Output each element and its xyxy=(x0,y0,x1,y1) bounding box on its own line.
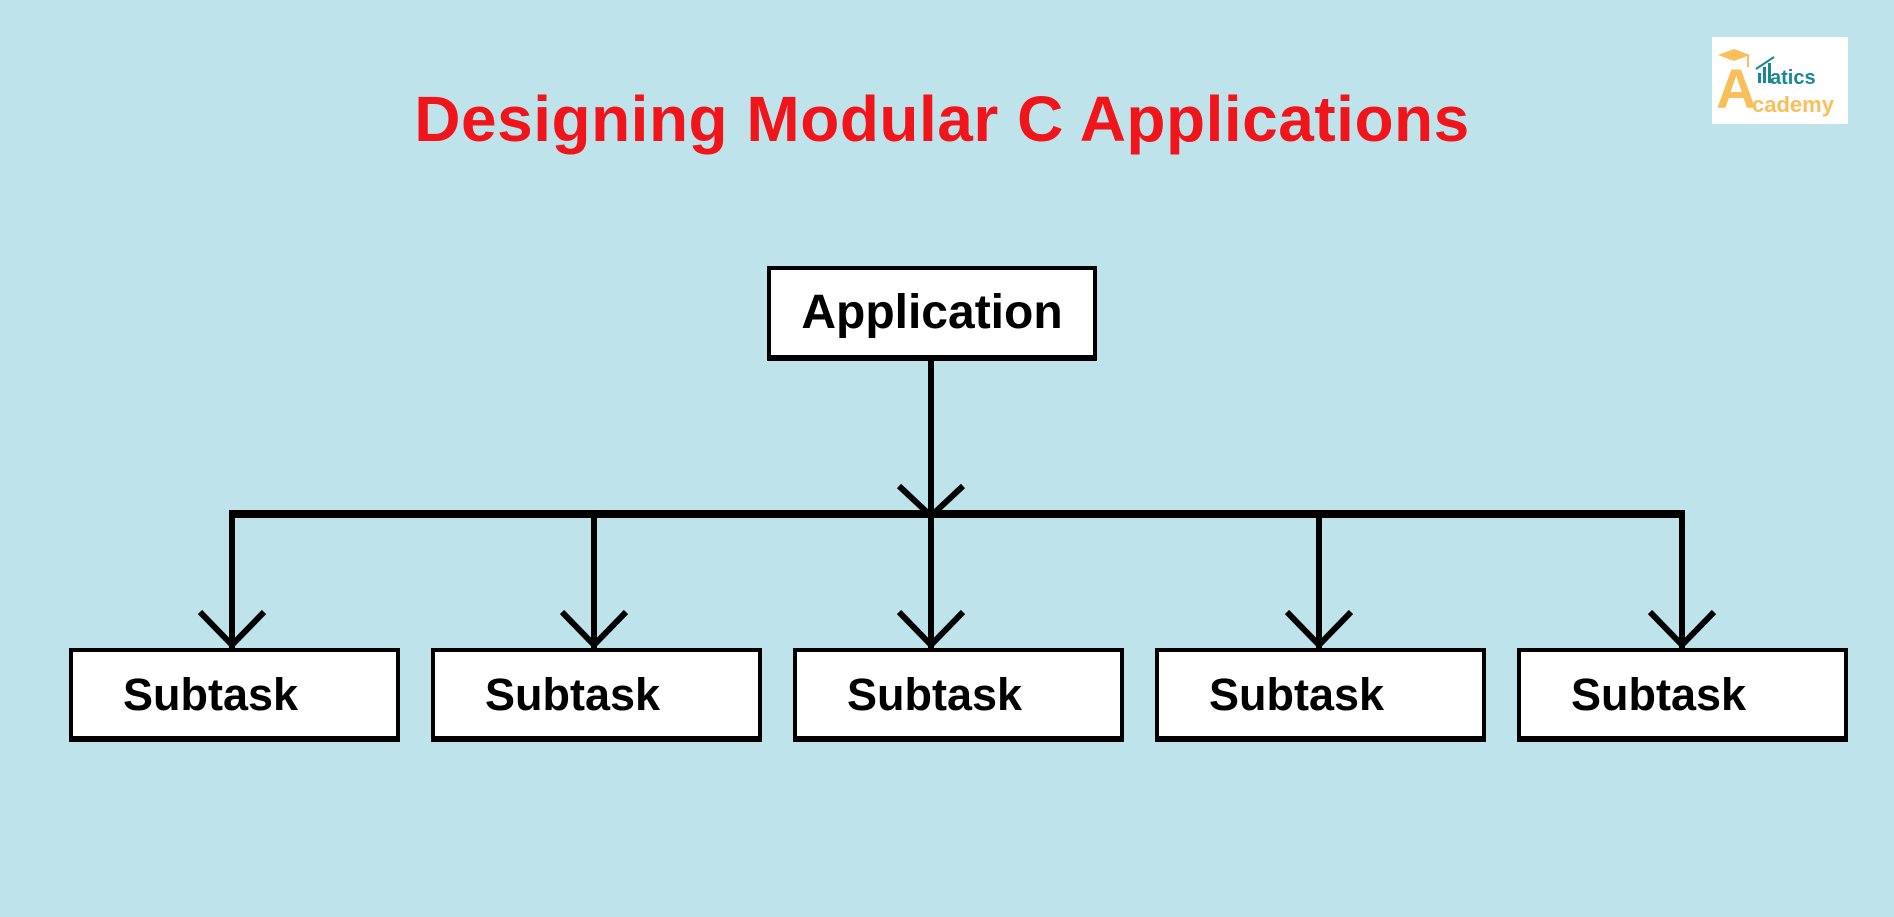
logo-letter: A xyxy=(1716,57,1757,120)
arrowhead-icon xyxy=(1284,609,1354,650)
academy-logo: A atics cademy xyxy=(1712,37,1848,124)
subtask-node: Subtask xyxy=(1517,648,1848,742)
subtask-node: Subtask xyxy=(793,648,1124,742)
subtask-node: Subtask xyxy=(431,648,762,742)
logo-graphic-icon xyxy=(1718,49,1775,83)
logo-text-bottom: cademy xyxy=(1752,92,1834,117)
application-node: Application xyxy=(767,266,1097,361)
subtask-node: Subtask xyxy=(1155,648,1486,742)
logo-text-top: atics xyxy=(1770,67,1816,89)
arrowhead-icon xyxy=(559,609,629,650)
subtask-node: Subtask xyxy=(69,648,400,742)
arrowhead-icon xyxy=(197,609,267,650)
arrowhead-icon xyxy=(1647,609,1717,650)
page-title: Designing Modular C Applications xyxy=(414,83,1470,155)
arrowhead-icon xyxy=(896,609,966,650)
